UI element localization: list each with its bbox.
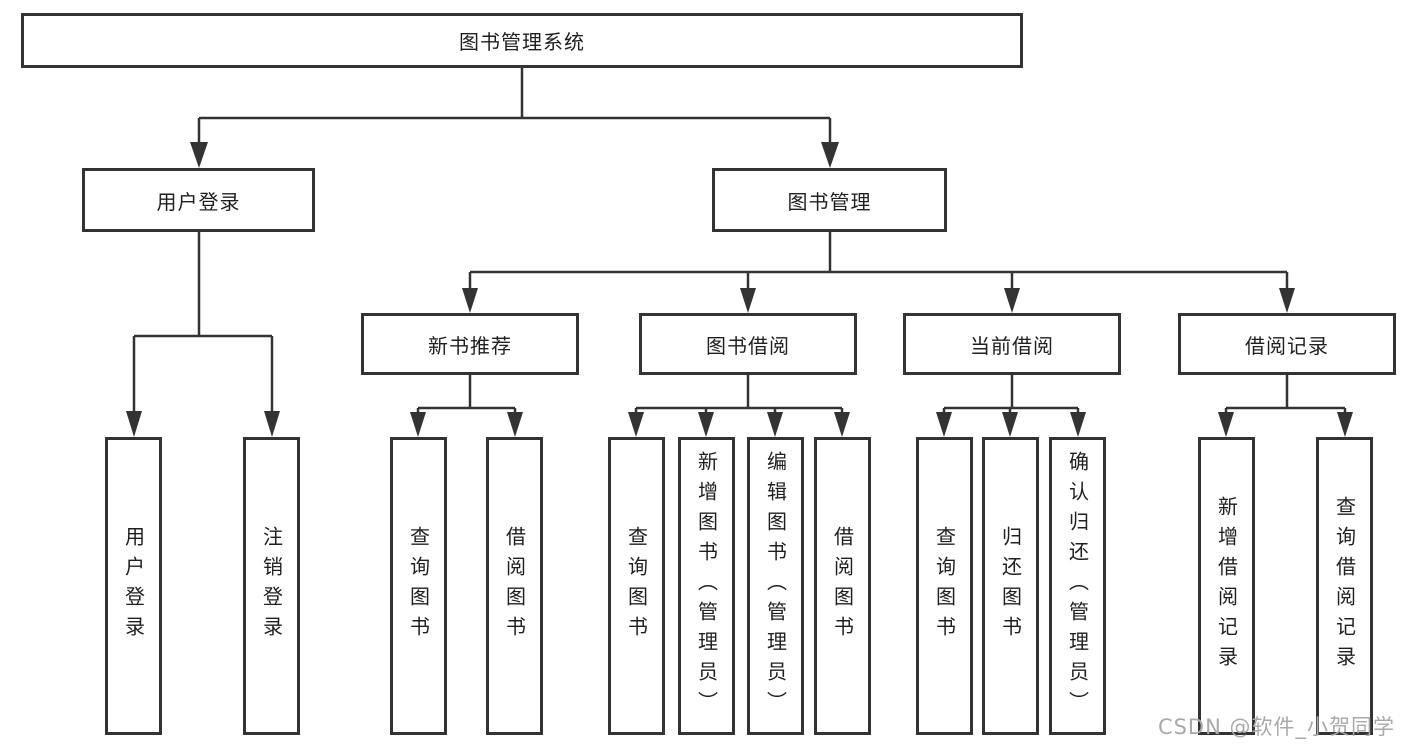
node-library-system: 图书管理系统 [21,13,1023,68]
leaf-edit-books-admin: 编辑图书（管理员） [747,437,804,735]
node-book-management: 图书管理 [712,168,947,232]
leaf-borrow-books: 借阅图书 [814,437,871,735]
leaf-borrow-books-recommend: 借阅图书 [486,437,543,735]
node-book-borrowing: 图书借阅 [639,313,857,375]
node-user-login: 用户登录 [82,168,315,232]
leaf-logout: 注销登录 [243,437,300,735]
leaf-confirm-return-admin: 确认归还（管理员） [1049,437,1106,735]
node-new-book-recommendation: 新书推荐 [361,313,579,375]
csdn-watermark: CSDN @软件_小贺同学 [1157,715,1395,739]
leaf-query-books-borrowing: 查询图书 [608,437,665,735]
leaf-query-books-current: 查询图书 [916,437,973,735]
leaf-query-borrow-record: 查询借阅记录 [1316,437,1373,735]
leaf-add-borrow-record: 新增借阅记录 [1198,437,1255,735]
leaf-add-books-admin: 新增图书（管理员） [678,437,735,735]
node-borrowing-records: 借阅记录 [1178,313,1396,375]
node-current-borrowing: 当前借阅 [903,313,1121,375]
leaf-query-books-recommend: 查询图书 [390,437,447,735]
leaf-return-books: 归还图书 [982,437,1039,735]
leaf-user-login: 用户登录 [105,437,162,735]
